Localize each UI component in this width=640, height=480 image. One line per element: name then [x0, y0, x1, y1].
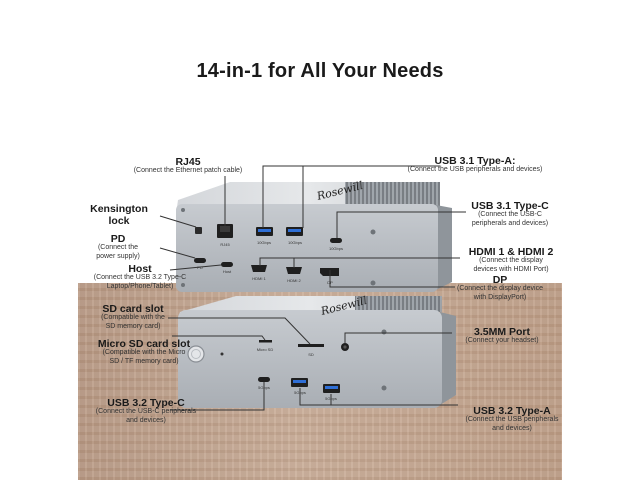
usb-c-port-label: 10Gbps — [329, 246, 343, 251]
callout-rj45-label: RJ45 — [175, 156, 201, 168]
leader-line-usb32c — [170, 382, 265, 411]
rj45-port-label: RJ45 — [220, 242, 230, 247]
callout-pd-label: PD — [110, 233, 126, 245]
hdmi-1-port-label: HDMI 1 — [252, 276, 266, 281]
callout-dp-label: DP — [492, 274, 508, 286]
callout-35mm-label: 3.5MM Port — [473, 326, 530, 338]
top-hub-unit: Rosewill RJ45 10Gbps 10Gbps 10Gbps PD Ho… — [176, 179, 452, 292]
top-hub-fins — [345, 182, 440, 206]
usb-c-port — [330, 238, 342, 243]
callout-rj45-desc: (Connect the Ethernet patch cable) — [133, 167, 243, 174]
pd-port — [194, 258, 206, 263]
usb-a-tongue — [293, 380, 306, 383]
top-hub-front-panel — [176, 204, 438, 292]
power-button-ring — [191, 349, 201, 359]
callout-35mm-desc: (Connect your headset) — [465, 337, 539, 344]
screw — [181, 208, 185, 212]
callout-microsd-desc: (Compatible with the Micro SD / TF memor… — [102, 349, 186, 365]
screw — [381, 385, 387, 391]
callout-usb31a-label: USB 3.1 Type-A: — [434, 155, 516, 167]
top-hub-side — [436, 205, 452, 290]
rj45-contacts — [220, 226, 230, 232]
callout-hdmi-desc: (Connect the display devices with HDMI P… — [473, 257, 549, 273]
callout-usb32c-label: USB 3.2 Type-C — [107, 397, 185, 409]
usb-a-tongue — [258, 229, 271, 232]
leader-line-usb32a-a — [299, 388, 458, 406]
callout-pd-desc: (Connect the power supply) — [96, 244, 140, 260]
usb-a-port-label: 10Gbps — [288, 240, 302, 245]
screw — [381, 329, 387, 335]
leader-line-dp — [329, 270, 455, 288]
callout-usb31c-label: USB 3.1 Type-C — [471, 200, 549, 212]
callout-sd-desc: (Compatible with the SD memory card) — [101, 314, 165, 330]
callout-host-desc: (Connect the USB 3.2 Type-C Laptop/Phone… — [93, 274, 187, 290]
bottom-hub-front-panel — [178, 310, 442, 408]
screw — [181, 283, 185, 287]
callout-host-label: Host — [128, 263, 152, 275]
host-port — [221, 262, 233, 267]
host-port-label: Host — [223, 269, 232, 274]
callout-sd-label: SD card slot — [102, 303, 164, 315]
screw — [370, 280, 376, 286]
callout-usb32a-label: USB 3.2 Type-A — [473, 405, 551, 417]
leader-line-usb31a-bracket — [262, 165, 304, 228]
audio-jack-center — [343, 345, 347, 349]
sd-slot — [298, 344, 324, 347]
leader-line-sd — [168, 317, 311, 345]
callout-microsd-label: Micro SD card slot — [97, 338, 191, 350]
leader-line-kensington — [159, 215, 197, 228]
callout-dp-desc: (Connect the display device with Display… — [457, 285, 543, 301]
usb-a-tongue — [325, 386, 338, 389]
callout-usb32a-desc: (Connect the USB peripherals and devices… — [465, 416, 559, 432]
kensington-lock-port — [195, 227, 202, 234]
screw — [370, 229, 376, 235]
bottom-hub-unit: Rosewill Micro SD SD 5Gbps 5Gbps 5Gbps — [178, 294, 456, 408]
callout-hdmi-label: HDMI 1 & HDMI 2 — [468, 246, 554, 258]
bottom-hub-fins — [355, 296, 442, 312]
leader-line-pd — [159, 247, 196, 259]
micro-sd-slot — [259, 340, 272, 343]
leader-line-microsd — [172, 335, 266, 341]
leader-line-usb31c — [336, 211, 466, 238]
hdmi-2-port — [286, 267, 302, 274]
callout-usb31a-desc: (Connect the USB peripherals and devices… — [407, 166, 543, 173]
callout-usb32c-desc: (Connect the USB-C peripherals and devic… — [95, 408, 197, 424]
leader-line-35mm — [344, 332, 452, 343]
page-title: 14-in-1 for All Your Needs — [196, 60, 444, 82]
micro-sd-slot-label: Micro SD — [257, 347, 274, 352]
usb-c-port — [258, 377, 270, 382]
leader-line-hdmi-bracket — [259, 257, 295, 268]
leader-line-host — [169, 264, 222, 271]
led-indicator — [220, 352, 224, 356]
hdmi-1-port — [251, 265, 267, 272]
usb-a-tongue — [288, 229, 301, 232]
usb-a-port-label: 10Gbps — [257, 240, 271, 245]
hdmi-2-port-label: HDMI 2 — [287, 278, 301, 283]
callout-kensington-label: Kensington lock — [90, 203, 148, 227]
bottom-hub-side — [440, 312, 456, 405]
power-button — [187, 345, 205, 363]
callout-usb31c-desc: (Connect the USB-C peripherals and devic… — [471, 211, 549, 227]
sd-slot-label: SD — [308, 352, 314, 357]
